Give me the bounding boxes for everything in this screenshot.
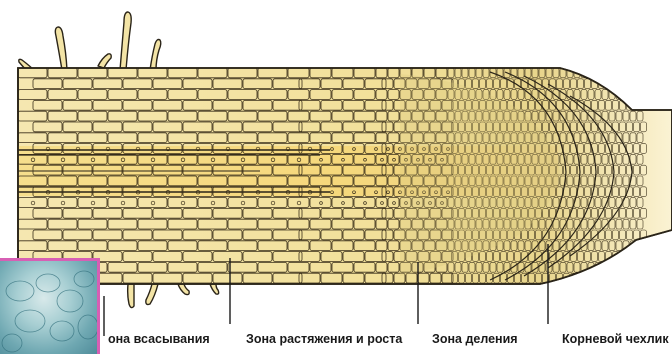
label-elongation-zone: Зона растяжения и роста (246, 332, 402, 346)
label-absorption-zone: она всасывания (108, 332, 210, 346)
micrograph-cells (0, 261, 100, 354)
label-division-zone: Зона деления (432, 332, 518, 346)
micrograph-inset (0, 258, 100, 354)
label-root-cap: Корневой чехлик (562, 332, 669, 346)
